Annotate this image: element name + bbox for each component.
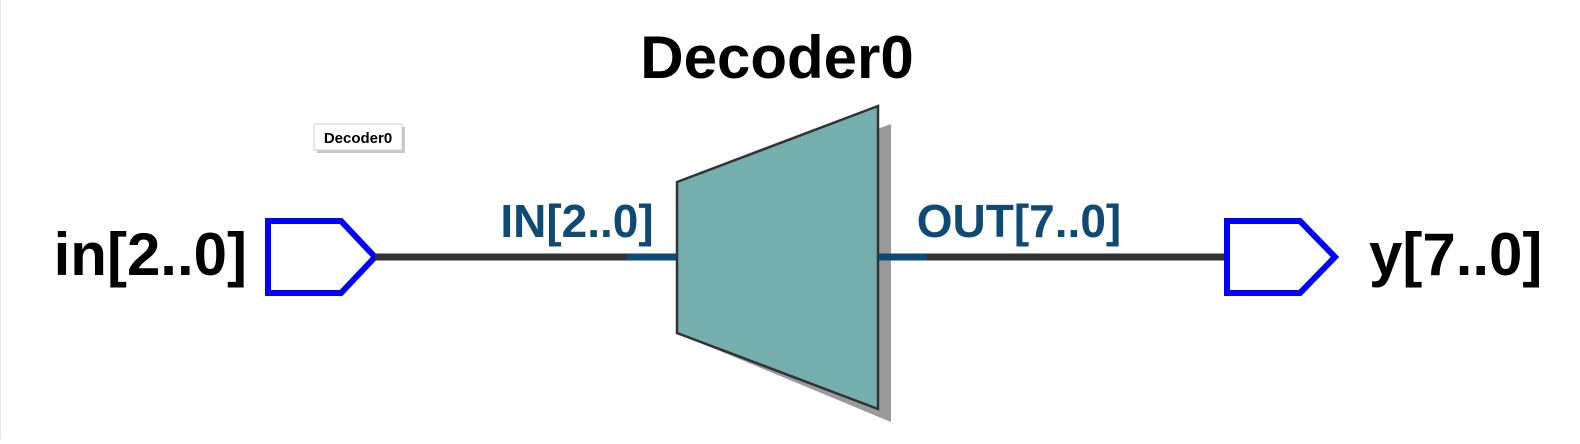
instance-tag-box bbox=[313, 123, 403, 151]
input-pin-label: in[2..0] bbox=[54, 221, 247, 288]
output-pin-shape[interactable] bbox=[1224, 218, 1340, 296]
input-port-label: IN[2..0] bbox=[500, 195, 653, 247]
input-pin-shape[interactable] bbox=[265, 218, 380, 296]
output-port-label: OUT[7..0] bbox=[917, 195, 1121, 247]
output-pin-label: y[7..0] bbox=[1369, 221, 1542, 288]
instance-tag[interactable]: Decoder0 bbox=[313, 123, 405, 153]
instance-tag-label: Decoder0 bbox=[324, 130, 392, 147]
block-title: Decoder0 bbox=[640, 24, 913, 91]
decoder-block[interactable] bbox=[675, 104, 880, 411]
